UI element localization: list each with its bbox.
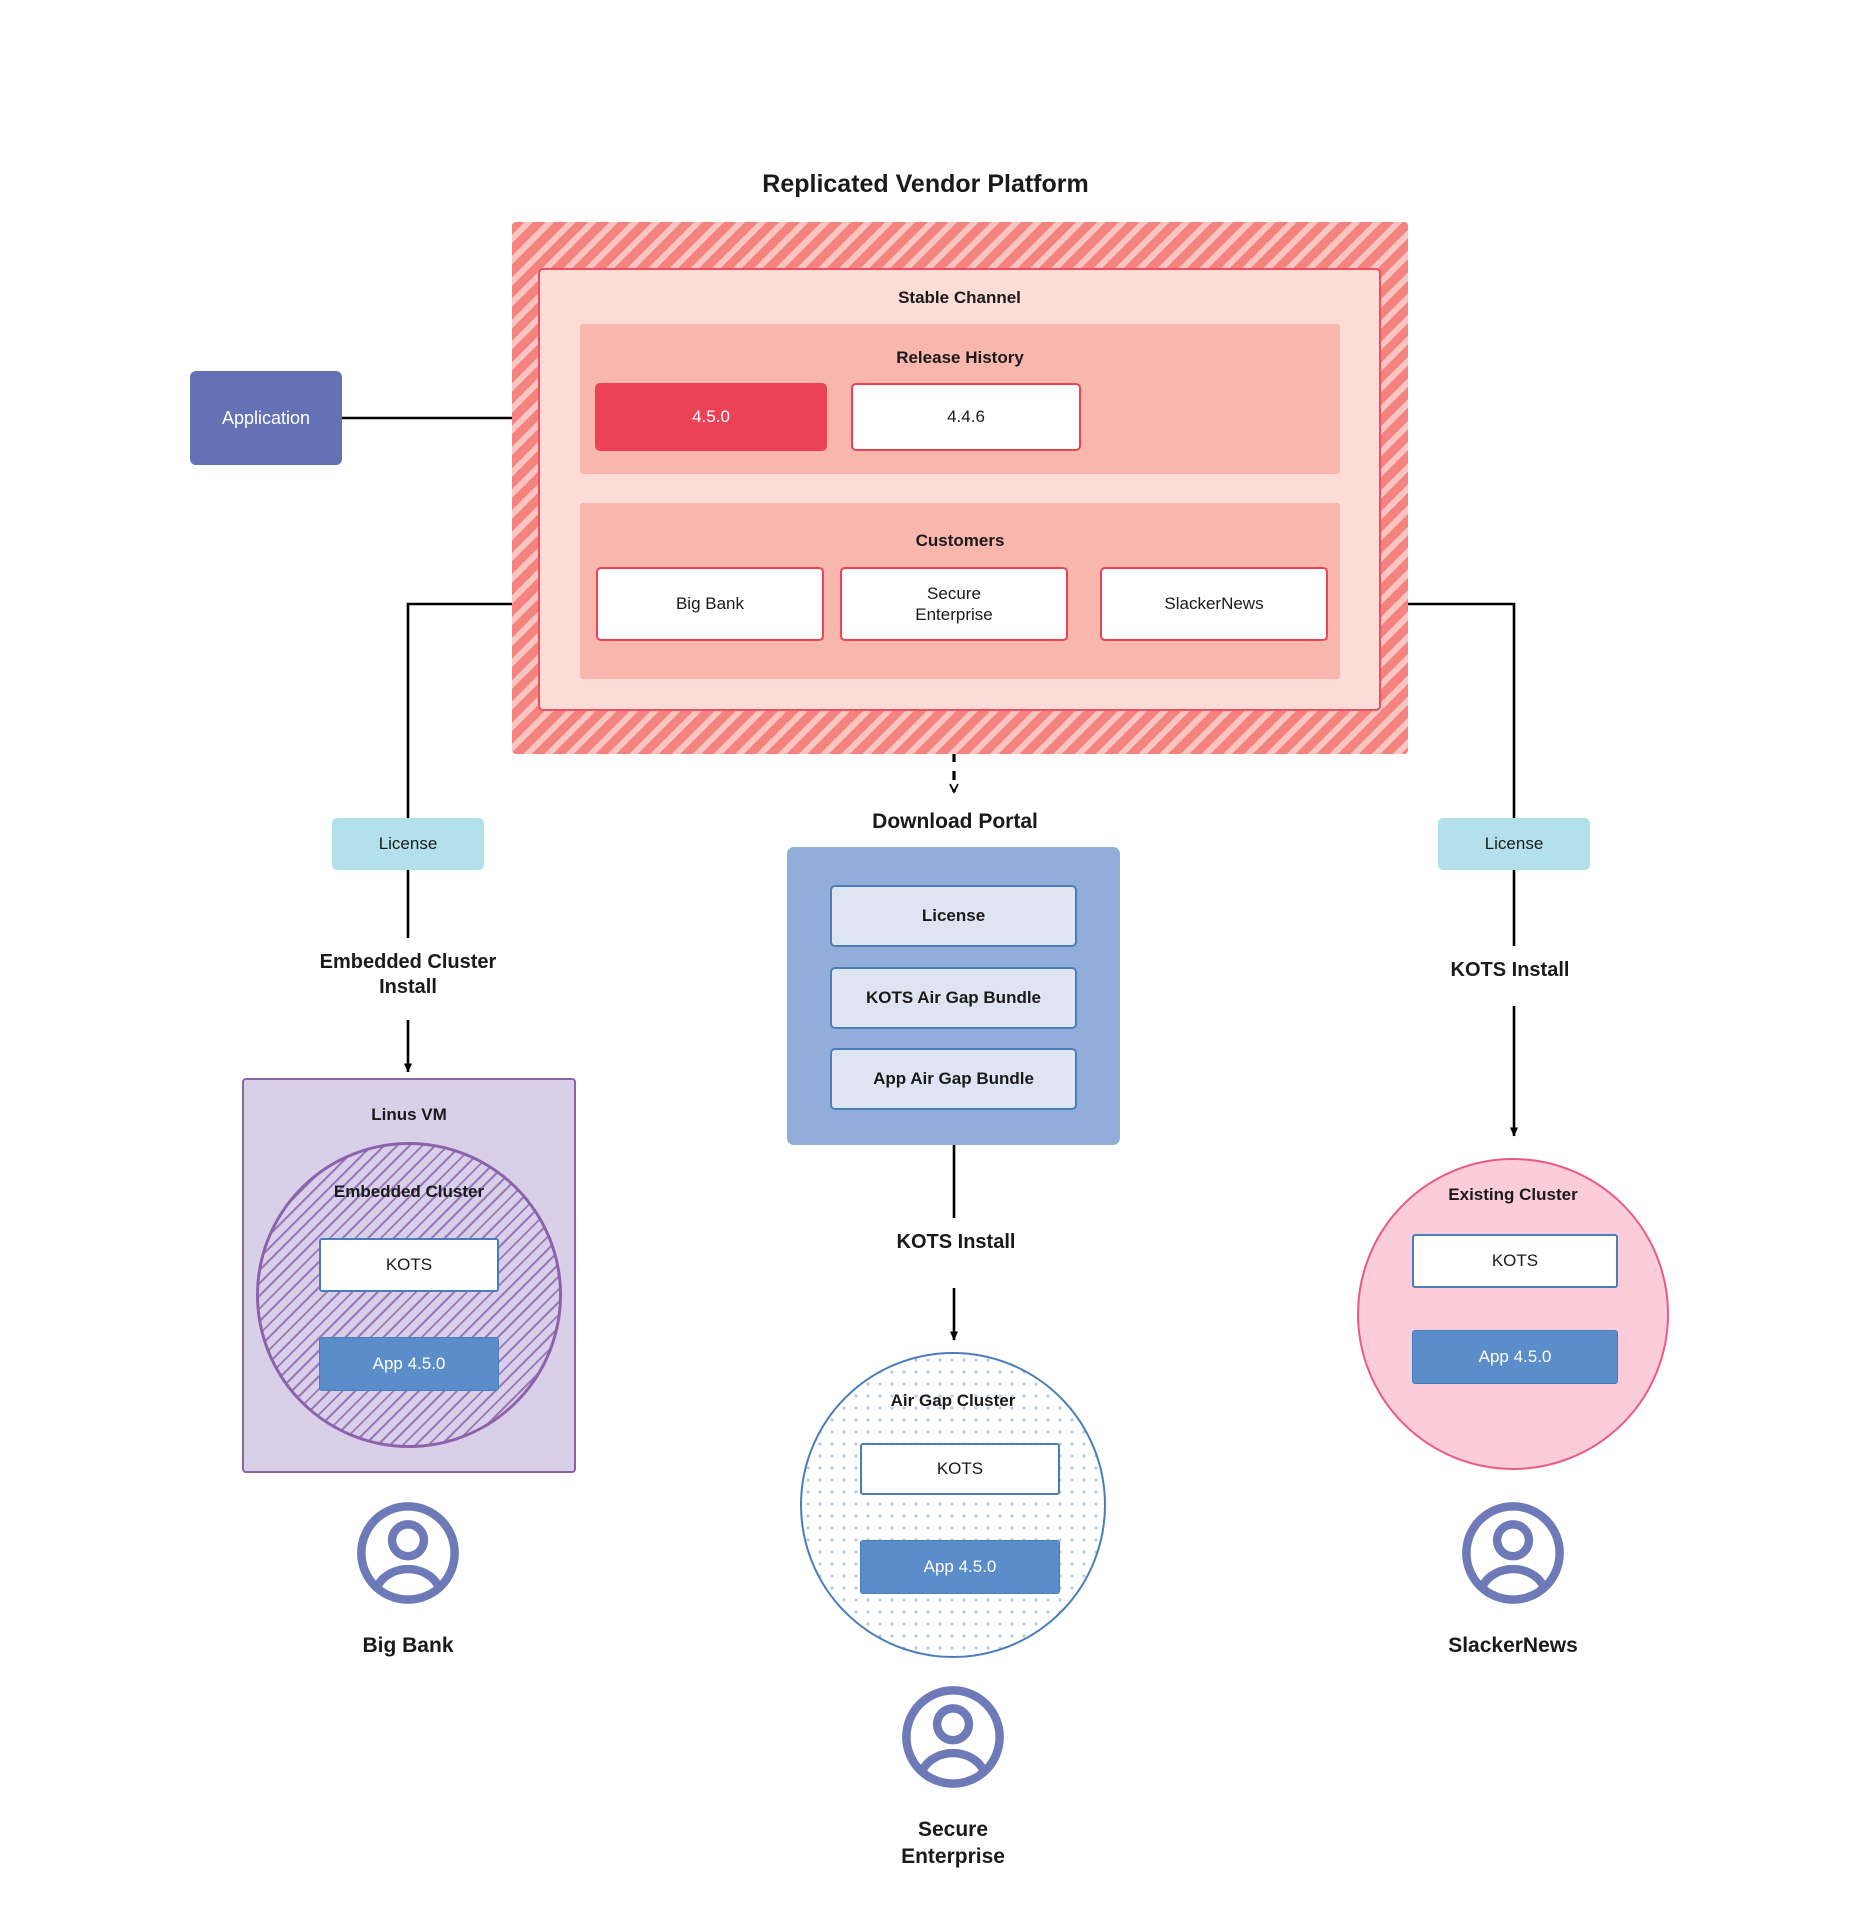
air-gap-cluster-circle bbox=[800, 1352, 1106, 1658]
kots-node-existing[interactable]: KOTS bbox=[1412, 1234, 1618, 1288]
customers-label: Customers bbox=[915, 531, 1005, 550]
flow-label-kots-install-right: KOTS Install bbox=[1450, 959, 1570, 981]
application-node[interactable]: Application bbox=[190, 371, 342, 465]
existing-cluster-circle bbox=[1357, 1158, 1669, 1470]
app-node-existing[interactable]: App 4.5.0 bbox=[1412, 1330, 1618, 1384]
embedded-cluster-label: Embedded Cluster bbox=[333, 1182, 485, 1201]
release-history-label: Release History bbox=[896, 348, 1024, 367]
kots-node-airgap[interactable]: KOTS bbox=[860, 1443, 1060, 1495]
existing-cluster-label: Existing Cluster bbox=[1448, 1185, 1578, 1204]
air-gap-cluster-label: Air Gap Cluster bbox=[890, 1391, 1016, 1410]
persona-label-slackernews: SlackerNews bbox=[1448, 1634, 1578, 1657]
kots-node-embedded[interactable]: KOTS bbox=[319, 1238, 499, 1292]
portal-item-license[interactable]: License bbox=[830, 885, 1077, 947]
stable-channel-label: Stable Channel bbox=[898, 288, 1021, 307]
persona-label-big-bank: Big Bank bbox=[362, 1634, 454, 1657]
linux-vm-label: Linus VM bbox=[371, 1105, 447, 1124]
avatar-icon bbox=[1462, 1502, 1564, 1604]
customer-chip-slackernews[interactable]: SlackerNews bbox=[1100, 567, 1328, 641]
release-chip-previous[interactable]: 4.4.6 bbox=[851, 383, 1081, 451]
portal-item-app-air-gap-bundle[interactable]: App Air Gap Bundle bbox=[830, 1048, 1077, 1110]
app-node-airgap[interactable]: App 4.5.0 bbox=[860, 1540, 1060, 1594]
app-node-embedded[interactable]: App 4.5.0 bbox=[319, 1337, 499, 1391]
license-node-big-bank[interactable]: License bbox=[332, 818, 484, 870]
release-chip-current[interactable]: 4.5.0 bbox=[595, 383, 827, 451]
flow-label-kots-install-middle: KOTS Install bbox=[896, 1231, 1016, 1253]
download-portal-title: Download Portal bbox=[872, 810, 1038, 833]
embedded-cluster-circle bbox=[256, 1142, 562, 1448]
customer-chip-big-bank[interactable]: Big Bank bbox=[596, 567, 824, 641]
portal-item-kots-air-gap-bundle[interactable]: KOTS Air Gap Bundle bbox=[830, 967, 1077, 1029]
avatar-icon bbox=[902, 1686, 1004, 1788]
page-title: Replicated Vendor Platform bbox=[762, 170, 1089, 198]
avatar-icon bbox=[357, 1502, 459, 1604]
license-node-slackernews[interactable]: License bbox=[1438, 818, 1590, 870]
